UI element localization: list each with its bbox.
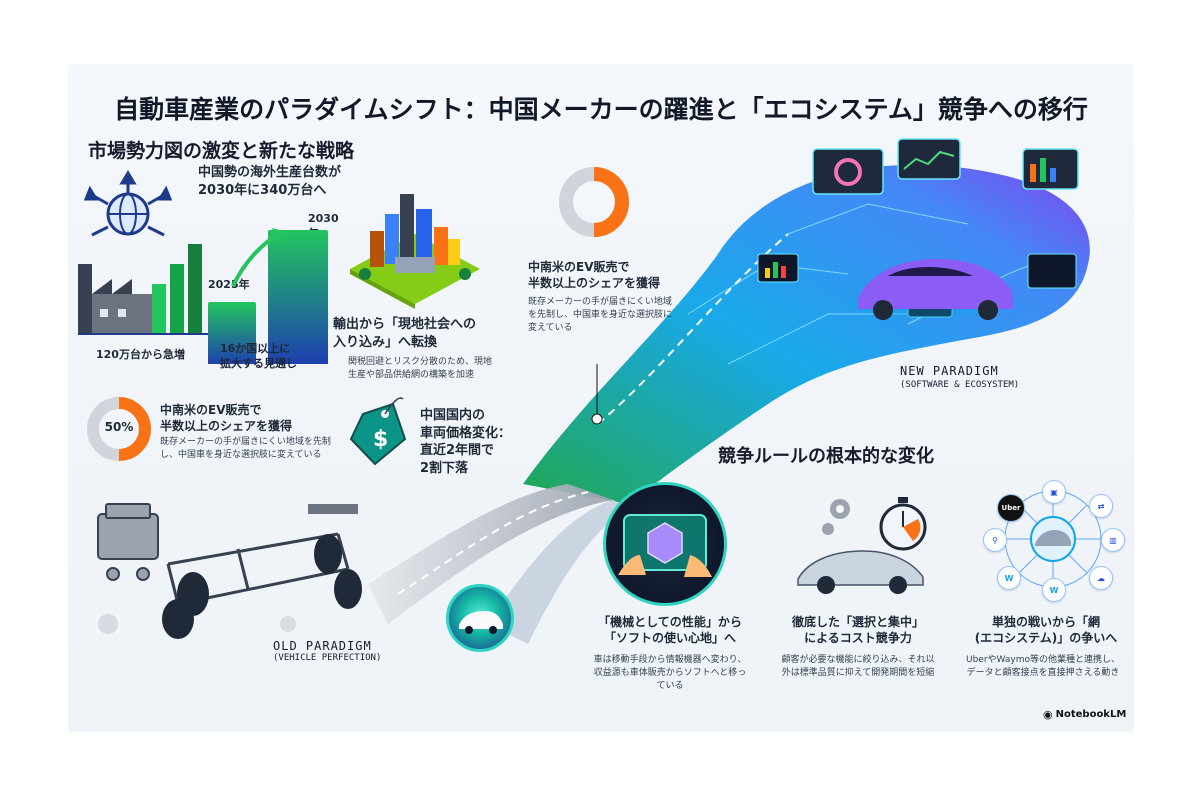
factory-globe-illustration [78,170,208,335]
touchscreen-icon [618,514,712,577]
rule-2-title: 徹底した「選択と集中」 によるコスト競争力 [791,615,924,646]
ecosystem-network: Uber ▣ ⇄ ⚲ ▥ W W ☁ [983,474,1125,604]
price-change-title: 中国国内の 車両価格変化： 直近2年間で 2割下落 [420,408,512,476]
old-paradigm-label-group: OLD PARADIGM (VEHICLE PERFECTION) [273,639,381,663]
car-icon [459,611,503,634]
stopwatch-car-illustration [797,497,927,594]
old-paradigm-label: OLD PARADIGM [273,639,372,653]
network-node-bottom-right: ☁ [1089,566,1113,590]
notebooklm-text: NotebookLM [1055,709,1127,720]
bar-2030 [268,230,328,364]
rule-3-desc: UberやWaymo等の他業種と連携し、 データと顧客接点を直接押さえる動き [966,655,1120,679]
new-paradigm-label: NEW PARADIGM [900,364,999,378]
network-node-top-right: ⇄ [1089,494,1113,518]
local-integration-title: 輸出から「現地社会への 入り込み」へ転換 [333,317,477,350]
new-paradigm-sub: (SOFTWARE & ECOSYSTEM) [900,380,1020,390]
white-car-badge [446,584,514,652]
infographic-card: 自動車産業のパラダイムシフト：中国メーカーの躍進と「エコシステム」競争への移行 … [68,64,1134,732]
mid-latam-title: 中南米のEV販売で 半数以上のシェアを獲得 [528,260,661,291]
network-node-left: ⚲ [983,528,1007,552]
chassis-illustration [97,503,362,639]
notebooklm-brand: ◉ NotebookLM [1043,708,1126,721]
year-2025-label: 2025年 [208,278,250,291]
growth-chart: 2030年 2025年 [208,212,348,364]
page-title: 自動車産業のパラダイムシフト：中国メーカーの躍進と「エコシステム」競争への移行 [114,95,1088,124]
city-illustration [350,194,480,309]
old-paradigm-sub: (VEHICLE PERFECTION) [273,653,382,663]
network-node-right: ▥ [1101,528,1125,552]
rule-3-title: 単独の戦いから「網 (エコシステム)」の争いへ [974,615,1118,646]
waymo-logo-bottom: W [1042,578,1066,602]
new-paradigm-label-group: NEW PARADIGM (SOFTWARE & ECOSYSTEM) [900,364,1019,390]
rules-section-heading: 競争ルールの根本的な変化 [718,446,934,467]
latam-desc: 既存メーカーの手が届きにくい地域を先制 し、中国車を身近な選択肢に変えている [160,437,331,461]
mid-latam-desc: 既存メーカーの手が届きにくい地域 を先制し、中国車を身近な選択肢に 変えている [528,297,673,334]
ecosystem-car-icon [1035,530,1071,546]
local-integration-desc: 関税回避とリスク分散のため、現地 生産や部品供給網の構築を加速 [348,357,493,381]
overseas-production-title: 中国勢の海外生産台数が 2030年に340万台へ [198,165,342,198]
touchscreen-illustration [603,482,727,606]
rule-1-title: 「機械としての性能」から 「ソフトの使い心地」へ [598,615,742,646]
caption-16-countries: 16か国以上に 拡大する見通し [220,342,297,370]
price-tag-icon: $ [349,397,407,466]
bar-2025 [208,302,256,364]
svg-text:$: $ [373,427,388,452]
caption-rapid-growth: 120万台から急増 [96,348,185,361]
uber-logo: Uber [997,494,1025,522]
mid-share-donut [559,167,629,237]
rule-1-desc: 車は移動手段から情報機器へ変わり、 収益源も車体販売からソフトへと移っ ている [593,655,747,692]
paradigm-road [368,138,1090,644]
waymo-logo-left: W [997,566,1021,590]
latam-pct-label: 50% [104,420,134,434]
overseas-title: 中国勢の海外生産台数が 2030年に340万台へ [198,164,398,199]
network-node-top: ▣ [1042,480,1066,504]
rule-2-desc: 顧客が必要な機能に絞り込み、それ以 外は標準品質に抑えて開発期間を短縮 [781,655,935,679]
notebooklm-icon: ◉ [1043,708,1053,721]
latam-share-donut: 50% [84,394,154,464]
market-section-heading: 市場勢力図の激変と新たな戦略 [88,140,355,162]
latam-title: 中南米のEV販売で 半数以上のシェアを獲得 [160,403,293,434]
growth-arrow-icon [231,228,286,287]
